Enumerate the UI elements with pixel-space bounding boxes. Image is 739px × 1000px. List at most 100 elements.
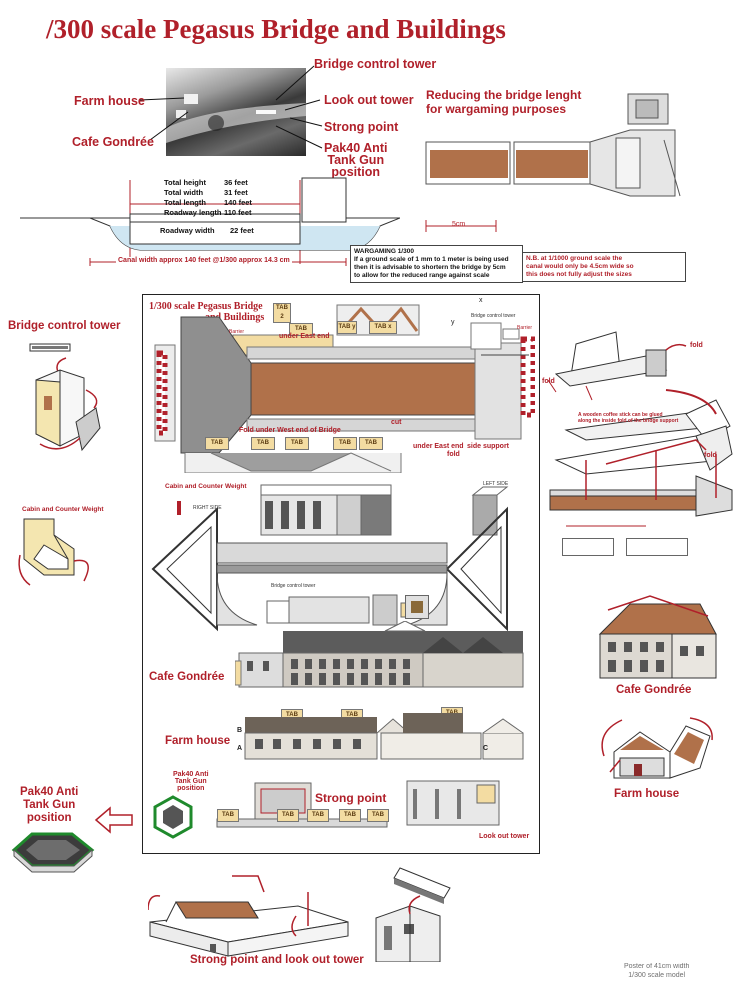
fold-under-west: Fold under West end of Bridge [239, 427, 341, 434]
right-label-farm-house: Farm house [614, 788, 680, 800]
farm-house-model [601, 717, 713, 779]
tab-sp-5: TAB [367, 809, 389, 822]
photo-label-bridge-control-tower: Bridge control tower [314, 57, 437, 71]
reduced-bridge-plan [425, 93, 681, 232]
strong-point-net [216, 782, 388, 828]
tab-x: TAB x [369, 321, 397, 334]
side-support-label: side support [467, 443, 510, 450]
sheet-title-line-1: 1/300 scale Pegasus Bridge [149, 301, 263, 312]
left-pak40-line-2: Tank Gun [23, 799, 76, 811]
mini-note-left [562, 538, 614, 556]
right-side-label: RIGHT SIDE [193, 505, 222, 511]
dim-roadway-length-label: Roadway length [164, 208, 222, 217]
right-label-cafe-gondree: Cafe Gondrée [616, 684, 692, 696]
dim-total-length-value: 140 feet [224, 198, 252, 207]
nb-line-3: this does not fully adjust the sizes [526, 271, 632, 278]
look-out-tower-net [406, 780, 500, 826]
poster-note: Poster of 41cm width 1/300 scale model [624, 962, 689, 980]
strong-point-lookout-models [148, 867, 451, 962]
pak40-line-2: Tank Gun [327, 153, 385, 167]
label-y: y [451, 319, 455, 326]
farm-label-b: B [237, 727, 243, 734]
bridge-control-tower-small: Bridge control tower [471, 313, 516, 319]
pak40-position-model [11, 832, 95, 873]
sheet-strong-point-label: Strong point [315, 791, 387, 805]
right-fold-1: fold [690, 342, 703, 349]
right-fold-2: fold [542, 378, 555, 385]
tab-c: TAB [251, 437, 275, 450]
tab-d: TAB [285, 437, 309, 450]
dim-total-height-value: 36 feet [224, 178, 248, 187]
canal-width-label: Canal width approx 140 feet @1/300 appro… [116, 257, 292, 264]
coffee-stick-note: A wooden coffee stick can be glued along… [578, 412, 678, 424]
tab-b: TAB [205, 437, 229, 450]
dim-roadway-width-value: 22 feet [230, 226, 254, 235]
poster-line-1: Poster of 41cm width [624, 963, 690, 970]
sheet-title-line-2: and Buildings [205, 312, 265, 323]
barrier-left: Barrier [229, 329, 245, 335]
printable-sheet: 1/300 scale Pegasus Bridge and Buildings… [142, 294, 540, 854]
sheet-title: 1/300 scale Pegasus Bridge and Buildings [149, 301, 264, 323]
reducing-heading: Reducing the bridge lenght for wargaming… [426, 88, 581, 116]
wargaming-note: WARGAMING 1/300 If a ground scale of 1 m… [350, 245, 523, 283]
tab-2: TAB 2 [273, 303, 291, 323]
sheet-pak40-line-3: position [177, 785, 205, 792]
pak40-line-3: position [331, 165, 381, 179]
photo-leader-lines [129, 65, 323, 264]
cafe-gondree-net [235, 621, 524, 688]
bridge-photo [166, 68, 306, 156]
reducing-line-1: Reducing the bridge lenght [426, 88, 582, 102]
tab-sp-4: TAB [339, 809, 361, 822]
dim-total-length-label: Total length [164, 198, 206, 207]
cafe-gondree-model [598, 595, 717, 679]
photo-label-farm-house: Farm house [74, 94, 145, 108]
fold-label-a: fold [447, 451, 460, 458]
dim-total-width-label: Total width [164, 188, 204, 197]
photo-label-cafe-gondree: Cafe Gondrée [72, 135, 154, 149]
coffee-stick-line-2: along the inside fold of the bridge supp… [578, 418, 679, 424]
cabin-net-part [260, 484, 509, 536]
tab-sp-2: TAB [277, 809, 299, 822]
farm-label-a: A [237, 745, 243, 752]
bridge-assembly-steps [547, 331, 733, 527]
tab-sp-3: TAB [307, 809, 329, 822]
barrier-right: Barrier [517, 325, 533, 331]
photo-label-pak40: Pak40 Anti Tank Gun position [324, 141, 388, 179]
left-label-bridge-control-tower: Bridge control tower [8, 320, 121, 332]
sheet-pak40-line-2: Tank Gun [174, 778, 207, 785]
photo-label-look-out-tower: Look out tower [324, 93, 414, 107]
tab-a: TAB [289, 323, 313, 336]
dim-total-width-value: 31 feet [224, 188, 248, 197]
dim-roadway-length-value: 110 feet [224, 208, 252, 217]
sheet-control-tower-label: Bridge control tower [271, 583, 316, 589]
reducing-line-2: for wargaming purposes [426, 102, 567, 116]
tab-y: TAB y [337, 321, 357, 334]
dim-roadway-width-label: Roadway width [160, 226, 215, 235]
page-title: /300 scale Pegasus Bridge and Buildings [46, 14, 506, 44]
control-tower-model [29, 343, 101, 452]
sheet-pak40-hexagon [153, 795, 193, 839]
arrow-left-icon [94, 806, 133, 834]
cabin-counter-weight-model [18, 518, 89, 586]
nb-note: N.B. at 1/1000 ground scale the canal wo… [522, 252, 686, 282]
poster-line-2: 1/300 scale model [628, 972, 686, 979]
left-label-cabin-counter-weight: Cabin and Counter Weight [22, 506, 104, 513]
wargaming-heading: WARGAMING 1/300 [354, 248, 414, 255]
wargaming-line-3: to allow for the reduced range against s… [354, 272, 490, 279]
control-tower-net [266, 594, 418, 626]
sheet-look-out-tower-label: Look out tower [479, 833, 530, 840]
bridge-elevation-diagram [20, 177, 400, 251]
nb-line-1: N.B. at 1/1000 ground scale the [526, 255, 623, 262]
label-x: x [479, 297, 483, 304]
tab-sp-1: TAB [217, 809, 239, 822]
mini-note-right [626, 538, 688, 556]
nb-line-2: canal would only be 4.5cm wide so [526, 263, 634, 270]
pak40-line-1: Pak40 Anti [324, 141, 388, 155]
under-east-end-top: under East end [279, 333, 330, 340]
sheet-cabin-label: Cabin and Counter Weight [165, 483, 247, 490]
left-pak40-line-1: Pak40 Anti [20, 786, 79, 798]
tab-f: TAB [359, 437, 383, 450]
coffee-stick-line-1: A wooden coffee stick can be glued [578, 412, 663, 418]
left-side-label: LEFT SIDE [483, 481, 509, 487]
scale-5cm-label: 5cm [452, 221, 466, 228]
